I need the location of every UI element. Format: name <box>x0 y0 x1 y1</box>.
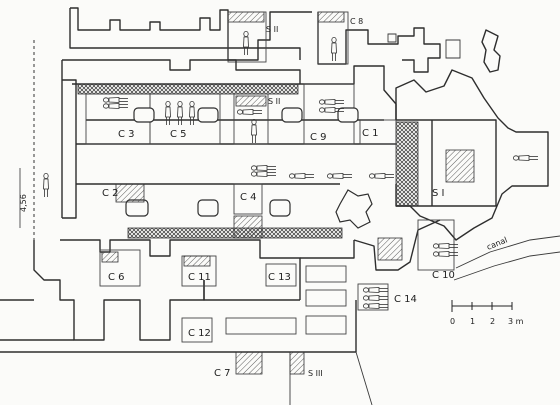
label-c7: C 7 <box>214 368 231 379</box>
c2-hatched-block <box>115 183 145 203</box>
label-s2-nave: S II <box>268 97 280 106</box>
nave-north-band <box>77 83 299 95</box>
burials-c3-icon <box>102 97 129 109</box>
c7-hatched-block <box>235 351 263 375</box>
scale-tick-0: 0 <box>450 317 455 326</box>
pier-n2 <box>197 107 219 123</box>
label-c11: C 11 <box>188 272 211 283</box>
s3-hatched-block <box>289 351 305 375</box>
courtyard-cell-3 <box>305 315 347 335</box>
label-c2: C 2 <box>102 188 119 199</box>
burial-apse-icon <box>512 155 539 161</box>
label-c8: C 8 <box>350 17 363 26</box>
canal-bank-lower <box>453 251 560 281</box>
s2-nave-room <box>233 93 269 145</box>
label-c4: C 4 <box>240 192 257 203</box>
label-s3: S III <box>308 369 323 378</box>
scale-tick-1: 1 <box>470 317 475 326</box>
label-c3: C 3 <box>118 129 135 140</box>
label-c10: C 10 <box>432 270 455 281</box>
label-c1: C 1 <box>362 128 379 139</box>
s2-nave-hatched-block <box>235 95 267 107</box>
label-c14: C 14 <box>394 294 417 305</box>
c12-room <box>181 317 213 343</box>
pier-s3 <box>269 199 291 217</box>
label-s1: S I <box>432 188 444 199</box>
courtyard-cell-2 <box>305 289 347 307</box>
c10-hatched-block <box>377 237 403 261</box>
c10-room <box>417 219 455 271</box>
scale-tick-2: 2 <box>490 317 495 326</box>
label-s2-top: S II <box>266 25 278 34</box>
s2-top-room <box>227 11 267 63</box>
c13-room <box>265 263 297 287</box>
burials-c5-icon <box>165 100 195 126</box>
pier-n1 <box>133 107 155 123</box>
south-band <box>127 227 343 239</box>
c8-room <box>317 11 349 65</box>
burial-c8-icon <box>331 36 337 62</box>
label-c12: C 12 <box>188 328 211 339</box>
c1-room <box>359 119 397 145</box>
c6-hatched-block <box>101 251 119 263</box>
scale-bar: 0 1 2 3 m <box>450 300 524 326</box>
label-c6: C 6 <box>108 272 125 283</box>
burials-nave-center-icon <box>250 165 395 179</box>
label-canal: canal <box>485 235 508 251</box>
burial-west-icon <box>43 172 49 198</box>
c6-room <box>99 249 141 287</box>
label-c13: C 13 <box>268 272 291 283</box>
burial-s2-top-icon <box>243 30 249 56</box>
label-c5: C 5 <box>170 129 187 140</box>
north-range-walls <box>69 7 501 73</box>
pier-n4 <box>337 107 359 123</box>
canal-bank-upper <box>455 235 560 269</box>
s2-top-hatched-block <box>227 11 265 23</box>
burials-c14-icon <box>362 287 389 309</box>
c8-hatched-block <box>317 11 345 23</box>
south-range-walls <box>0 219 441 353</box>
apse-walls <box>395 69 549 241</box>
courtyard-cell-1 <box>305 265 347 283</box>
scale-tick-3: 3 m <box>508 317 524 326</box>
label-dimension: 4,56 <box>19 194 28 212</box>
octagonal-pier <box>335 189 373 229</box>
pier-s2 <box>197 199 219 217</box>
c14-room <box>357 283 389 311</box>
burials-s2-nave-icon <box>236 109 263 144</box>
south-east-wall <box>355 351 373 405</box>
label-c9: C 9 <box>310 132 327 143</box>
pier-n3 <box>281 107 303 123</box>
c11-hatched-block <box>183 255 211 267</box>
s1-crosshatched-band <box>395 121 419 207</box>
c4-room <box>233 183 263 215</box>
s1-hatched-block <box>445 149 475 183</box>
courtyard-cell-4 <box>225 317 297 335</box>
